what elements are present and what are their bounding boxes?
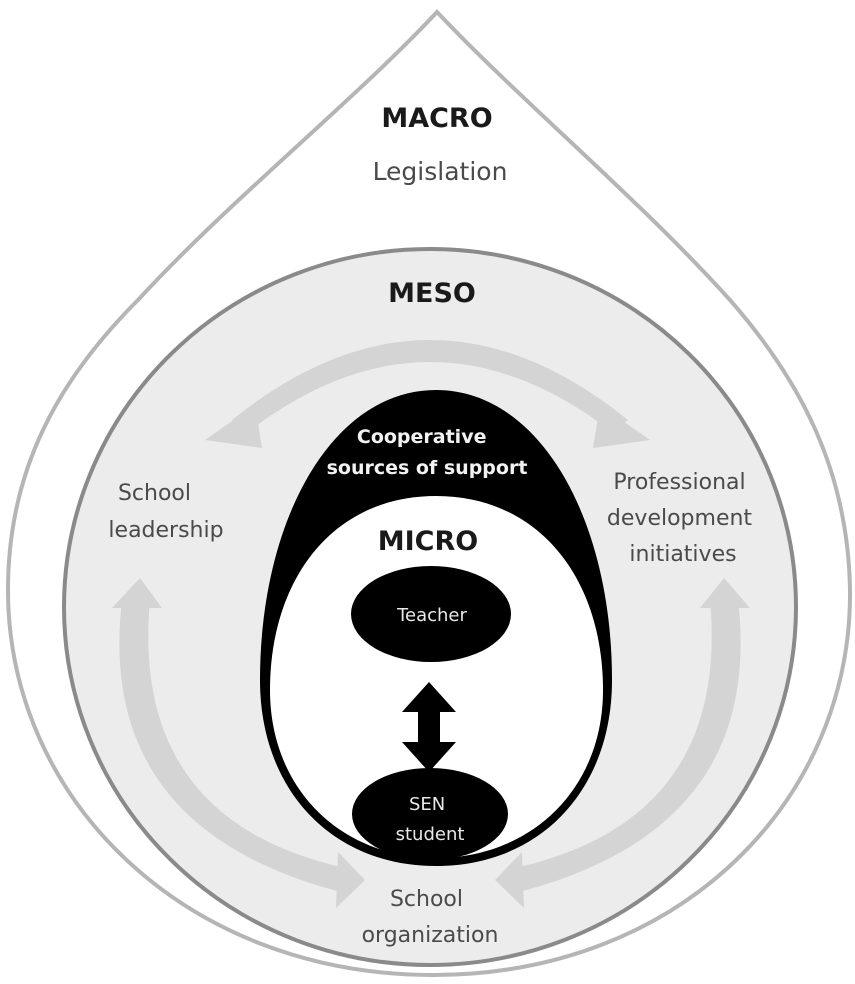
- arrowhead-right-icon: [593, 405, 650, 448]
- micro-title: MICRO: [378, 526, 478, 557]
- sen-student-node: [352, 768, 508, 860]
- meso-title: MESO: [388, 278, 476, 309]
- macro-title: MACRO: [381, 103, 492, 134]
- bidirectional-arrow-icon: [402, 682, 456, 772]
- meso-item-school-organization: School organization: [362, 887, 499, 948]
- meso-item-professional-development: Professional development initiatives: [607, 470, 759, 567]
- teacher-node: [351, 566, 511, 662]
- arrowhead-left-up-icon: [112, 578, 162, 608]
- cooperative-support-label: Cooperative sources of support: [327, 426, 528, 479]
- arrowhead-left-icon: [205, 405, 262, 448]
- right-arc-arrow-icon: [515, 600, 741, 893]
- arrowhead-bottom-left-icon: [336, 852, 365, 908]
- meso-flow-arrows: [112, 340, 750, 908]
- macro-item-legislation: Legislation: [373, 157, 508, 186]
- teacher-label: Teacher: [396, 605, 467, 626]
- left-arc-arrow-icon: [119, 600, 346, 893]
- meso-item-school-leadership: School leadership: [108, 481, 223, 543]
- sen-student-label: SEN student: [396, 794, 465, 845]
- arrowhead-right-up-icon: [700, 578, 750, 608]
- top-arc-arrow-icon: [232, 340, 628, 432]
- arrowhead-bottom-right-icon: [495, 852, 524, 908]
- micro-ellipse: [270, 496, 603, 858]
